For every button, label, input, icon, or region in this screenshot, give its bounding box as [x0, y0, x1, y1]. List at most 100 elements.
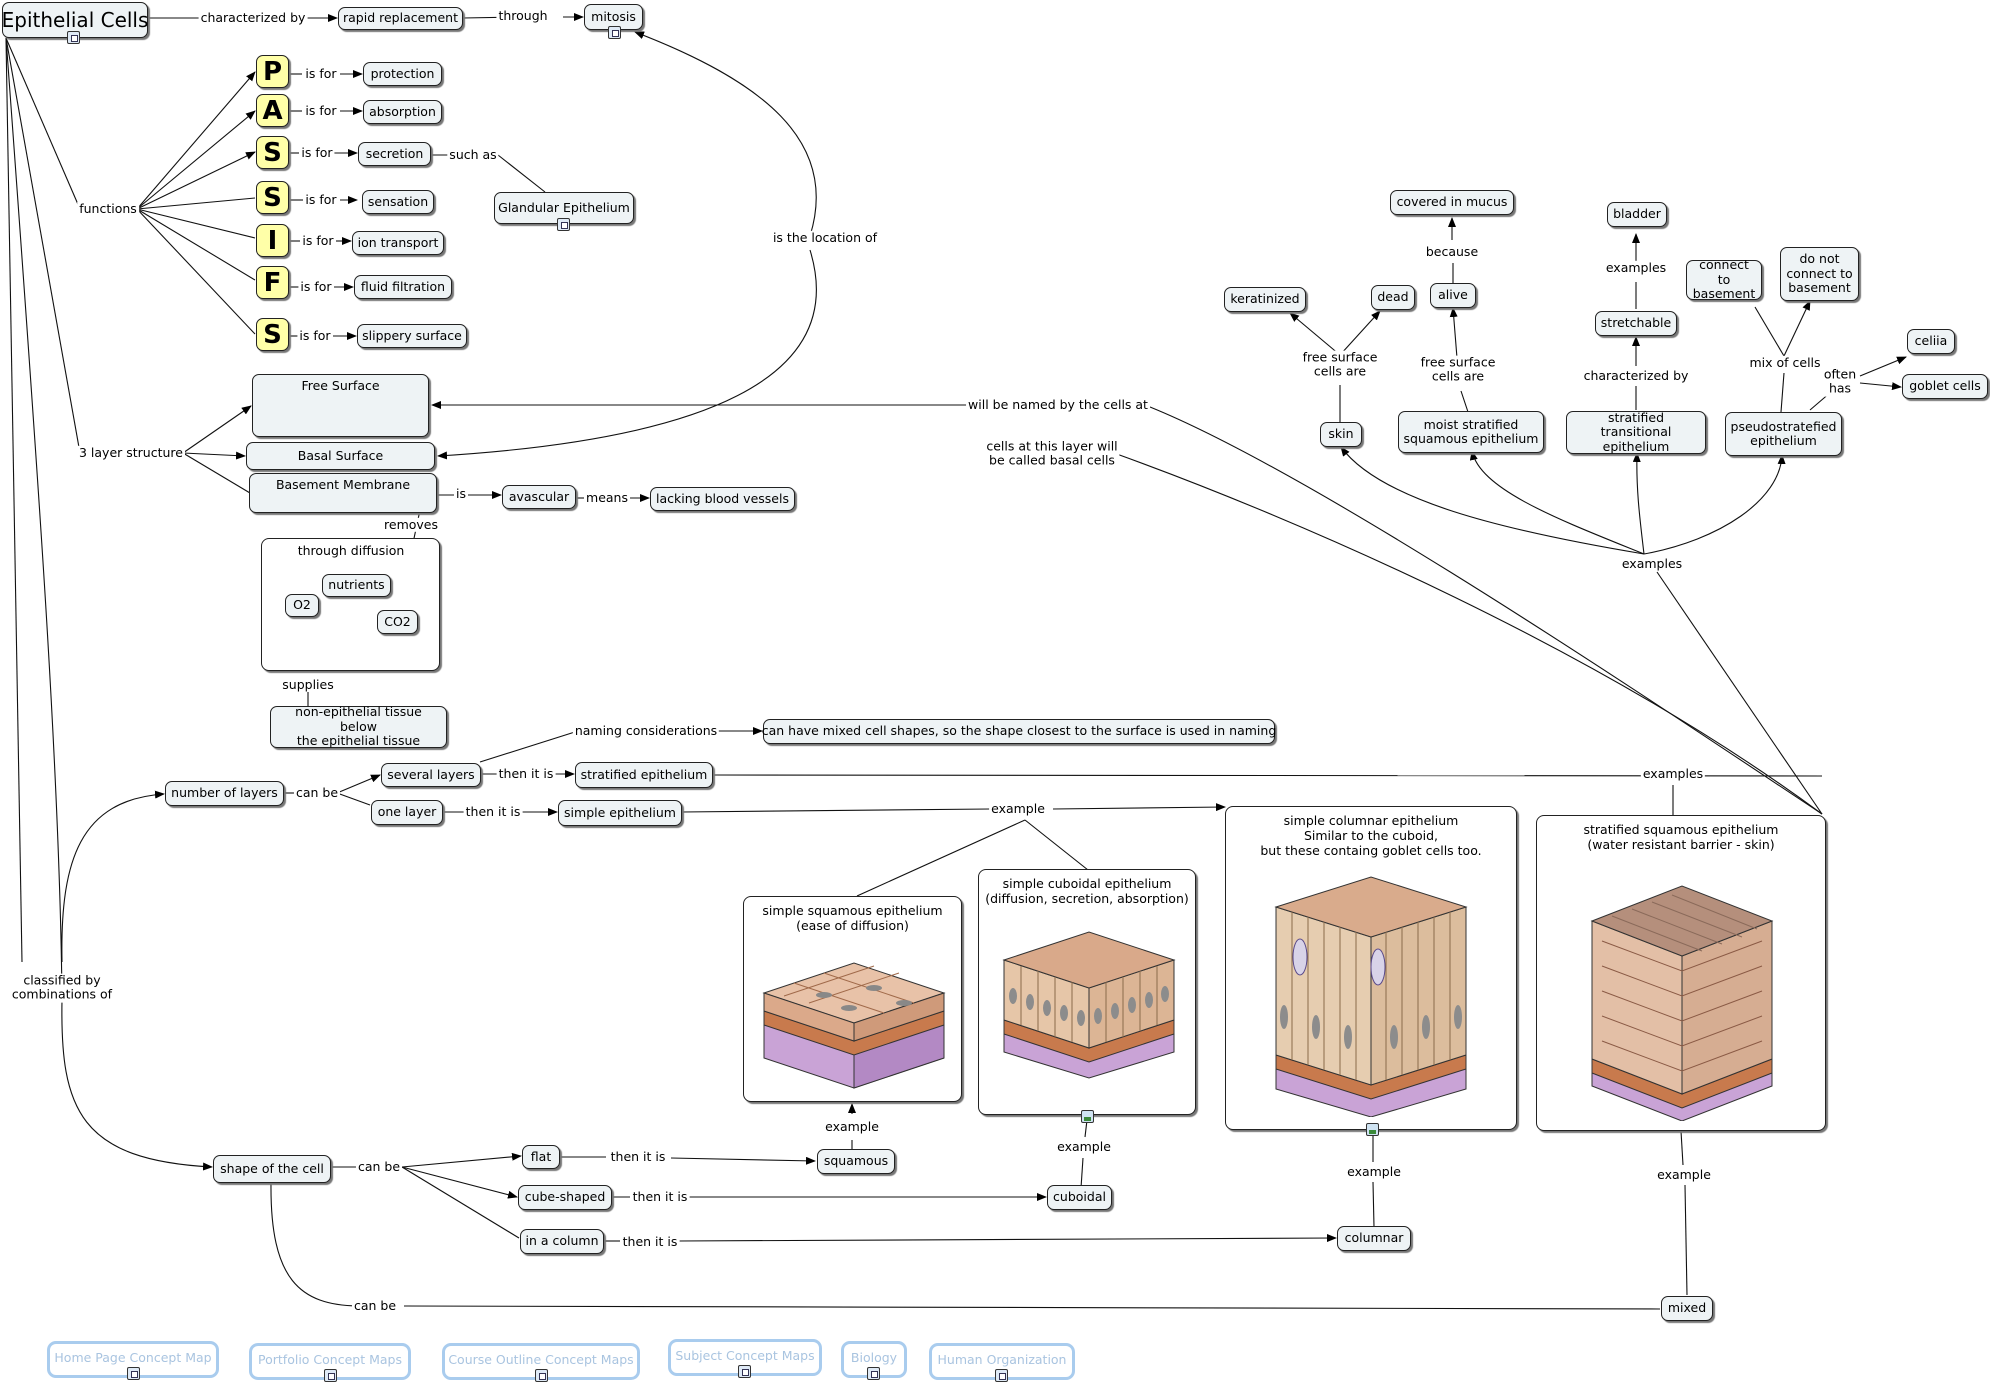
is-for-link: is for	[303, 65, 339, 82]
characterized-by-link: characterized by	[198, 9, 308, 26]
absorption-node[interactable]: absorption	[363, 100, 442, 124]
number-of-layers-node[interactable]: number of layers	[165, 781, 284, 806]
map-link-icon[interactable]	[867, 1367, 880, 1380]
then-it-is-link: then it is	[620, 1233, 680, 1250]
named-by-cells-link: will be named by the cells at	[966, 396, 1150, 413]
letter-a: A	[256, 94, 289, 127]
ion-transport-node[interactable]: ion transport	[352, 231, 444, 255]
functions-link: functions	[77, 200, 139, 217]
alive-node[interactable]: alive	[1430, 283, 1476, 308]
lacking-blood-vessels-node[interactable]: lacking blood vessels	[650, 487, 795, 511]
fluid-filtration-node[interactable]: fluid filtration	[354, 275, 452, 299]
non-epithelial-tissue-node[interactable]: non-epithelial tissue below the epitheli…	[270, 705, 447, 748]
can-be-link: can be	[293, 784, 341, 801]
stratified-squamous-panel[interactable]: stratified squamous epithelium (water re…	[1536, 815, 1826, 1131]
mixed-node[interactable]: mixed	[1661, 1296, 1713, 1321]
example-link: example	[989, 800, 1047, 817]
simple-columnar-caption: simple columnar epithelium Similar to th…	[1260, 813, 1482, 858]
mixed-cell-shapes-node[interactable]: can have mixed cell shapes, so the shape…	[762, 719, 1276, 744]
glandular-map-link-icon[interactable]	[557, 218, 570, 231]
characterized-by-link: characterized by	[1581, 367, 1691, 384]
free-surface-node[interactable]: Free Surface	[252, 374, 429, 437]
slippery-surface-node[interactable]: slippery surface	[357, 324, 467, 348]
sensation-node[interactable]: sensation	[362, 190, 434, 214]
is-for-link: is for	[298, 278, 334, 295]
map-link-icon[interactable]	[127, 1367, 140, 1380]
is-location-of-link: is the location of	[770, 229, 880, 246]
often-has-link: often has	[1821, 366, 1859, 397]
celiia-node[interactable]: celiia	[1907, 329, 1955, 354]
co2-node[interactable]: CO2	[377, 610, 418, 634]
cube-shaped-node[interactable]: cube-shaped	[518, 1185, 612, 1210]
squamous-node[interactable]: squamous	[817, 1149, 895, 1174]
cuboidal-node[interactable]: cuboidal	[1047, 1185, 1112, 1210]
rapid-replacement-node[interactable]: rapid replacement	[338, 7, 463, 30]
do-not-connect-node[interactable]: do not connect to basement	[1780, 247, 1859, 301]
can-be-link: can be	[351, 1297, 399, 1314]
then-it-is-link: then it is	[496, 765, 556, 782]
map-link-icon[interactable]	[995, 1369, 1008, 1382]
map-link-icon[interactable]	[324, 1369, 337, 1382]
is-for-link: is for	[299, 144, 335, 161]
simple-epithelium-node[interactable]: simple epithelium	[558, 800, 682, 826]
simple-columnar-panel[interactable]: simple columnar epithelium Similar to th…	[1225, 806, 1517, 1130]
secretion-node[interactable]: secretion	[358, 142, 431, 166]
image-link-icon[interactable]	[1081, 1110, 1094, 1123]
simple-cuboidal-caption: simple cuboidal epithelium (diffusion, s…	[985, 876, 1189, 906]
avascular-node[interactable]: avascular	[502, 485, 576, 509]
dead-node[interactable]: dead	[1371, 285, 1415, 310]
free-surface-cells-are-link: free surface cells are	[1418, 354, 1498, 385]
epithelial-cells-node[interactable]: Epithelial Cells	[2, 2, 148, 38]
covered-in-mucus-node[interactable]: covered in mucus	[1390, 190, 1514, 215]
basement-membrane-node[interactable]: Basement Membrane	[249, 473, 437, 513]
stratified-squamous-caption: stratified squamous epithelium (water re…	[1583, 822, 1779, 852]
basal-cells-link: cells at this layer will be called basal…	[984, 438, 1120, 469]
letter-s: S	[256, 136, 289, 169]
goblet-cells-node[interactable]: goblet cells	[1902, 374, 1988, 399]
stratified-transitional-node[interactable]: stratified transitional epithelium	[1566, 410, 1706, 454]
in-a-column-node[interactable]: in a column	[520, 1229, 604, 1254]
examples-link: examples	[1640, 765, 1706, 782]
protection-node[interactable]: protection	[363, 62, 442, 86]
o2-node[interactable]: O2	[285, 594, 319, 617]
basal-surface-node[interactable]: Basal Surface	[246, 442, 435, 470]
free-surface-cells-are-link: free surface cells are	[1300, 349, 1380, 380]
letter-i: I	[256, 224, 289, 257]
naming-considerations-link: naming considerations	[572, 722, 720, 739]
mitosis-map-link-icon[interactable]	[608, 26, 621, 39]
stretchable-node[interactable]: stretchable	[1595, 311, 1677, 336]
examples-link: examples	[1619, 555, 1685, 572]
example-link: example	[1345, 1163, 1403, 1180]
connect-to-basement-node[interactable]: connect to basement	[1686, 258, 1762, 301]
stratified-squamous-illustration	[1590, 885, 1774, 1121]
shape-of-cell-node[interactable]: shape of the cell	[213, 1155, 331, 1183]
letter-s: S	[256, 181, 289, 214]
map-link-icon[interactable]	[738, 1365, 751, 1378]
keratinized-node[interactable]: keratinized	[1224, 287, 1306, 312]
skin-node[interactable]: skin	[1320, 422, 1362, 447]
letter-f: F	[256, 266, 289, 299]
simple-cuboidal-panel[interactable]: simple cuboidal epithelium (diffusion, s…	[978, 869, 1196, 1115]
bladder-node[interactable]: bladder	[1607, 202, 1667, 227]
concept-map-link-icon[interactable]	[67, 31, 80, 44]
flat-node[interactable]: flat	[522, 1145, 560, 1169]
simple-cuboidal-illustration	[1002, 931, 1176, 1079]
moist-stratified-node[interactable]: moist stratified squamous epithelium	[1398, 411, 1544, 453]
stratified-epithelium-node[interactable]: stratified epithelium	[575, 762, 713, 788]
several-layers-node[interactable]: several layers	[381, 763, 481, 787]
such-as-link: such as	[447, 146, 499, 163]
one-layer-node[interactable]: one layer	[371, 800, 443, 825]
nav-home-page-concept-map[interactable]: Home Page Concept Map	[47, 1341, 219, 1378]
example-link: example	[823, 1118, 881, 1135]
simple-squamous-panel[interactable]: simple squamous epithelium (ease of diff…	[743, 896, 962, 1102]
columnar-node[interactable]: columnar	[1337, 1226, 1411, 1251]
removes-link: removes	[382, 516, 440, 533]
is-link: is	[454, 485, 468, 502]
is-for-link: is for	[303, 102, 339, 119]
pseudostratified-node[interactable]: pseudostratefied epithelium	[1725, 412, 1842, 456]
then-it-is-link: then it is	[608, 1148, 668, 1165]
nutrients-node[interactable]: nutrients	[322, 574, 391, 597]
image-link-icon[interactable]	[1366, 1123, 1379, 1136]
map-link-icon[interactable]	[535, 1369, 548, 1382]
